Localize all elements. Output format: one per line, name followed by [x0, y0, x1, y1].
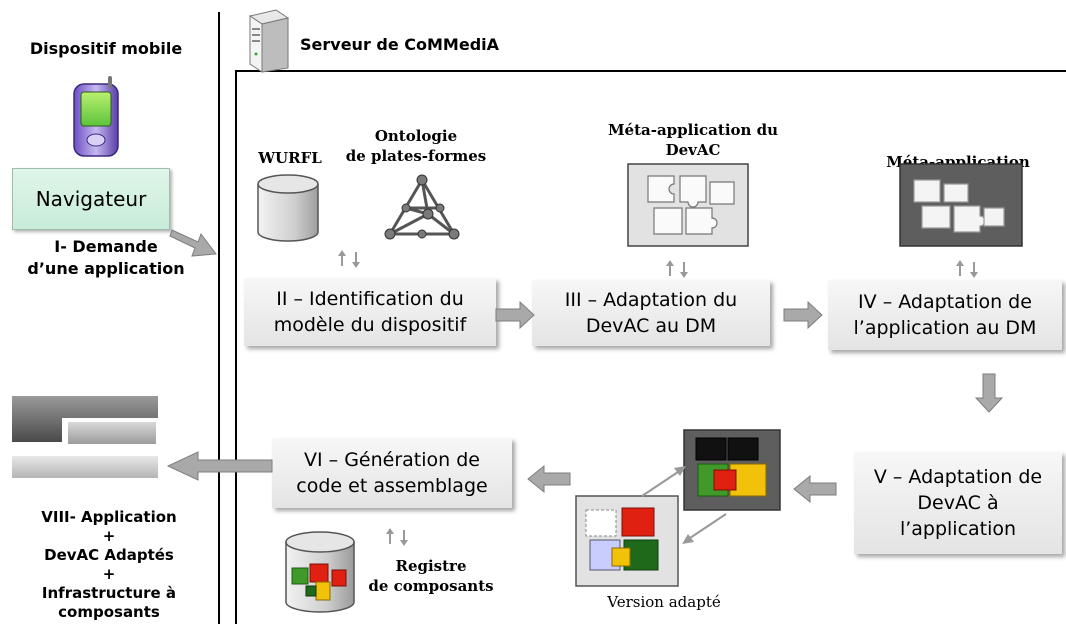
down-arrow-icon [974, 373, 1004, 413]
meta-devac-line2: DevAC [665, 141, 721, 159]
ontology-line2: de plates-formes [345, 147, 487, 165]
wurfl-label: WURFL [258, 149, 322, 167]
server-frame-left [235, 70, 237, 624]
right-arrow-icon [495, 300, 535, 330]
left-divider [218, 12, 220, 624]
result-line4: + [102, 565, 116, 583]
updown-arrows-icon [956, 260, 978, 278]
request-label-line2: d’une application [27, 259, 185, 278]
updown-arrows-icon [386, 528, 408, 546]
step-devac-adaptation: III – Adaptation du DevAC au DM [532, 280, 770, 346]
wurfl-database-icon [257, 174, 319, 242]
step-identification: II – Identification du modèle du disposi… [244, 278, 496, 346]
left-arrow-icon [527, 464, 571, 494]
step2-line1: II – Identification du [276, 288, 464, 310]
step-code-generation: VI – Génération de code et assemblage [272, 438, 512, 508]
result-label: VIII- Application + DevAC Adaptés + Infr… [2, 508, 216, 628]
step-application-adaptation: IV – Adaptation de l’application au DM [828, 280, 1062, 350]
registry-line1: Registre [395, 557, 467, 575]
step4-line1: IV – Adaptation de [858, 291, 1032, 313]
diagonal-arrow-up-icon [641, 466, 686, 497]
step4-line2: l’application au DM [853, 317, 1037, 339]
left-arrow-icon [166, 451, 273, 481]
version-label: Version adapté [607, 593, 721, 611]
step5-line1: V – Adaptation de [873, 466, 1043, 488]
ontology-line1: Ontologie [374, 127, 458, 145]
request-arrow-icon [169, 229, 217, 257]
step5-line3: l’application [899, 518, 1017, 540]
light-block-small [68, 422, 156, 444]
version-puzzle-icon [575, 495, 679, 587]
updown-arrows-icon [338, 250, 360, 268]
step6-line1: VI – Génération de [304, 449, 480, 471]
step6-line2: code et assemblage [296, 475, 488, 497]
right-arrow-icon [783, 300, 823, 330]
ontology-molecule-icon [384, 174, 460, 240]
result-line3: DevAC Adaptés [44, 546, 174, 564]
adapted-application-graphic [12, 396, 160, 486]
result-line2: + [102, 527, 116, 545]
mobile-phone-icon [73, 76, 119, 157]
meta-devac-line1: Méta-application du [607, 121, 779, 139]
server-title: Serveur de CoMMediA [300, 35, 500, 54]
registry-database-icon [285, 531, 355, 613]
server-tower-icon [248, 9, 290, 73]
step3-line1: III – Adaptation du [564, 289, 738, 311]
meta-devac-puzzle-icon [627, 163, 749, 247]
meta-devac-label: Méta-application du DevAC [588, 120, 798, 160]
updown-arrows-icon [666, 260, 688, 278]
result-line1: VIII- Application [41, 508, 177, 526]
mobile-device-title: Dispositif mobile [29, 39, 183, 58]
registry-label: Registre de composants [356, 556, 506, 596]
result-line6: composants [58, 603, 160, 621]
colored-puzzle-panel-icon [683, 429, 781, 511]
server-frame-top [235, 70, 1066, 72]
request-label-line1: I- Demande [54, 237, 158, 256]
step3-line2: DevAC au DM [585, 315, 717, 337]
step-devac-to-application: V – Adaptation de DevAC à l’application [854, 452, 1062, 554]
result-line5: Infrastructure à [41, 584, 177, 602]
step5-line2: DevAC à [917, 492, 999, 514]
left-arrow-icon [793, 474, 837, 504]
diagonal-arrow-down-icon [682, 513, 727, 544]
step2-line2: modèle du dispositif [273, 314, 467, 336]
request-label: I- Demande d’une application [6, 236, 206, 280]
light-block [12, 456, 158, 478]
navigator-box: Navigateur [12, 168, 170, 230]
ontology-label: Ontologie de plates-formes [336, 126, 496, 166]
meta-app-puzzle-icon [899, 163, 1023, 247]
registry-line2: de composants [368, 577, 494, 595]
